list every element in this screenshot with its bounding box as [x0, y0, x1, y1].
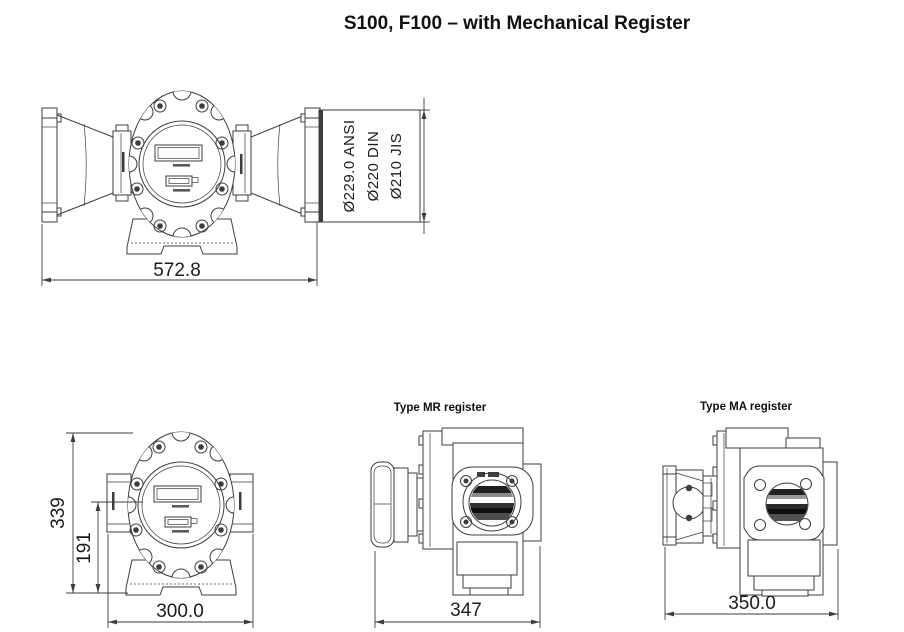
left-pipe-cone — [56, 114, 114, 216]
mr-view: Type MR register — [370, 402, 542, 628]
width-dimension-300: 300.0 — [107, 534, 254, 628]
dimension-300: 300.0 — [156, 601, 204, 622]
meter-body-front — [121, 82, 243, 254]
dimension-572: 572.8 — [153, 260, 201, 281]
ma-view: Type MA register — [662, 401, 839, 620]
left-connector — [112, 124, 132, 202]
left-flange — [41, 107, 62, 223]
dimension-339: 339 — [48, 497, 69, 529]
width-dimension-572: 572.8 — [41, 222, 318, 286]
dimension-350: 350.0 — [728, 593, 776, 614]
right-pipe-cone — [250, 114, 306, 216]
mr-flange-face — [451, 466, 534, 536]
ma-flange-face — [743, 465, 825, 541]
left-port-stub — [106, 473, 132, 533]
flange-label-jis: Ø210 JIS — [388, 133, 405, 200]
dimension-191: 191 — [74, 532, 95, 564]
right-connector — [232, 124, 252, 202]
flange-diameter-dimension — [420, 98, 430, 234]
flange-label-ansi: Ø229.0 ANSI — [341, 119, 358, 212]
flange-diameter-labels: Ø229.0 ANSI Ø220 DIN Ø210 JIS — [341, 119, 405, 212]
top-front-view: Ø229.0 ANSI Ø220 DIN Ø210 JIS 572.8 — [41, 82, 430, 286]
companion-flange-cylinder — [318, 109, 421, 223]
right-flange — [300, 107, 321, 223]
centerline-dimension-191: 191 — [74, 501, 143, 593]
flange-label-din: Ø220 DIN — [365, 131, 382, 202]
meter-body-front — [120, 423, 242, 595]
width-dimension-347: 347 — [374, 546, 541, 628]
dimension-347: 347 — [450, 600, 482, 621]
mr-register-unit — [370, 461, 424, 548]
front-view: 339 191 300.0 — [48, 423, 254, 628]
mr-label: Type MR register — [394, 402, 487, 414]
height-dimension-339: 339 — [48, 432, 133, 594]
page-title: S100, F100 – with Mechanical Register — [343, 13, 691, 34]
width-dimension-350: 350.0 — [664, 547, 839, 620]
ma-register-unit — [662, 465, 719, 546]
ma-label: Type MA register — [700, 401, 793, 413]
